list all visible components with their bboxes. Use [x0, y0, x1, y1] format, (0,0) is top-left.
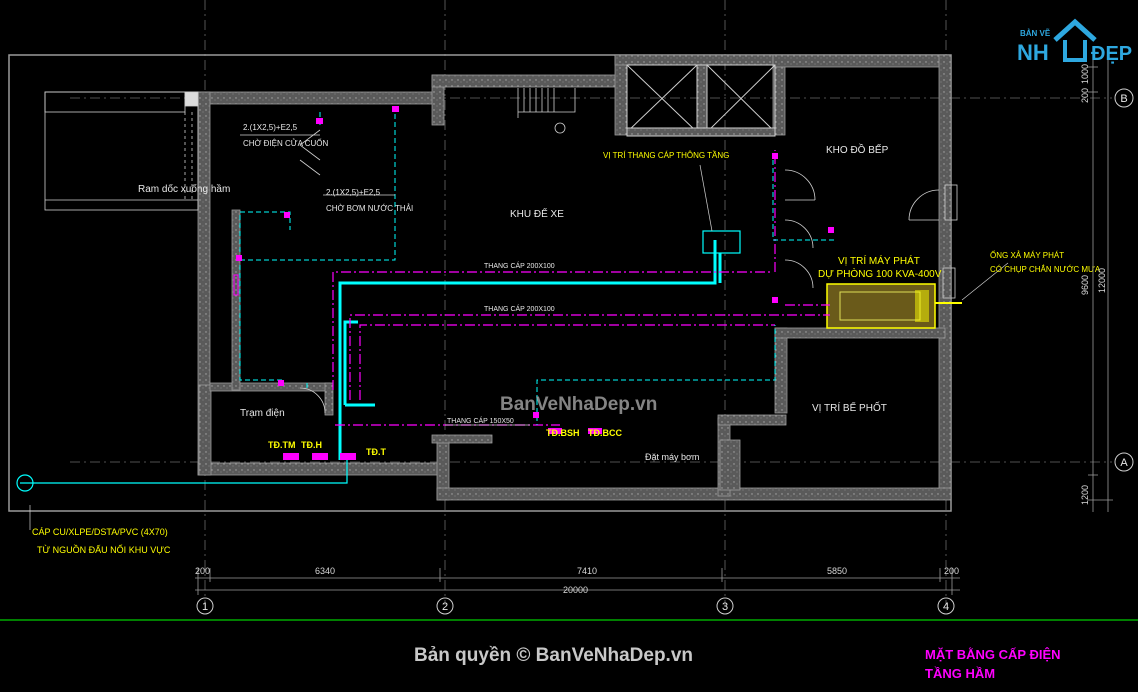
- cable-trays: [16, 230, 741, 492]
- distribution-panels: [283, 428, 602, 460]
- generator-label-2: DỰ PHÒNG 100 KVA-400V: [818, 267, 942, 280]
- panel-bsh-label: TĐ.BSH: [546, 428, 580, 438]
- dim-bottom-2: 6340: [315, 566, 335, 576]
- panel-h-label: TĐ.H: [301, 440, 322, 450]
- substation-label: Trạm điện: [240, 408, 285, 419]
- supply-cable-label: CÁP CU/XLPE/DSTA/PVC (4X70): [32, 527, 168, 537]
- generator: [826, 283, 962, 329]
- grid-bubbles: [196, 88, 1134, 615]
- panel-bcc-label: TĐ.BCC: [588, 428, 622, 438]
- cable2-desc: CHỜ BƠM NƯỚC THẢI: [326, 204, 413, 213]
- cable2-label: 2.(1X2,5)+E2,5: [326, 188, 381, 197]
- elevator-shafts: [626, 64, 776, 137]
- dim-right-5: 1200: [1080, 485, 1090, 505]
- dim-right-3: 12000: [1097, 268, 1107, 293]
- pump-label: Đặt máy bơm: [645, 452, 699, 462]
- dim-bottom-1: 200: [195, 566, 210, 576]
- exhaust-label-1: ỐNG XẢ MÁY PHÁT: [990, 250, 1064, 260]
- dimension-lines-bottom: [195, 568, 960, 595]
- logo-top-text: BẢN VẼ: [1020, 29, 1051, 38]
- panel-tm-label: TĐ.TM: [268, 440, 296, 450]
- tray3-label: THANG CÁP 150X50: [447, 416, 514, 425]
- grid-label-a: A: [1120, 457, 1128, 469]
- grid-label-b: B: [1120, 93, 1127, 105]
- dim-right-4: 9600: [1080, 275, 1090, 295]
- drawing-title: MẶT BẰNG CẤP ĐIỆN TẦNG HẦM: [925, 645, 1061, 683]
- logo: BẢN VẼ NH ĐẸP: [1017, 18, 1132, 65]
- doors: [299, 169, 958, 414]
- ramp: [44, 91, 321, 211]
- septic-label: VỊ TRÍ BỂ PHỐT: [812, 400, 887, 414]
- dim-right-1: 200: [1080, 88, 1090, 103]
- logo-right-text: ĐẸP: [1091, 43, 1132, 65]
- device-markers: [233, 106, 834, 418]
- kitchen-store-label: KHO ĐỒ BẾP: [826, 143, 889, 156]
- cable1-label: 2.(1X2,5)+E2,5: [243, 123, 298, 132]
- exhaust-label-2: CÓ CHỤP CHẮN NƯỚC MƯA: [990, 265, 1101, 274]
- walls: [197, 54, 952, 501]
- drawing-title-line2: TẦNG HẦM: [925, 666, 996, 681]
- logo-left-text: NH: [1017, 40, 1049, 65]
- cable-routes-magenta: [332, 150, 830, 426]
- dim-right-2: 1000: [1080, 64, 1090, 84]
- dim-bottom-5: 200: [944, 566, 959, 576]
- watermark: BanVeNhaDep.vn: [500, 394, 657, 415]
- dim-bottom-3: 7410: [577, 566, 597, 576]
- grid-label-1: 1: [202, 601, 208, 613]
- panel-t-label: TĐ.T: [366, 447, 386, 457]
- stair: [517, 88, 576, 134]
- parking-label: KHU ĐỂ XE: [510, 207, 564, 220]
- tray1-label: THANG CÁP 200X100: [484, 261, 555, 270]
- cable-routes-cyan-dashed: [239, 112, 835, 425]
- dimension-lines-right: [1088, 55, 1113, 512]
- drawing-title-line1: MẶT BẰNG CẤP ĐIỆN: [925, 647, 1061, 662]
- riser-label: VỊ TRÍ THANG CÁP THÔNG TẦNG: [603, 150, 729, 160]
- grid-label-3: 3: [722, 601, 728, 613]
- ramp-label: Ram dốc xuống hầm: [138, 183, 230, 195]
- generator-label-1: VỊ TRÍ MÁY PHÁT: [838, 254, 920, 267]
- dim-total: 20000: [563, 585, 588, 595]
- leaders: [29, 134, 1009, 530]
- cable1-desc: CHỜ ĐIỆN CỬA CUỐN: [243, 138, 328, 148]
- supply-desc-label: TỪ NGUỒN ĐẤU NỐI KHU VỰC: [37, 544, 171, 555]
- dim-bottom-4: 5850: [827, 566, 847, 576]
- copyright-text: Bản quyền © BanVeNhaDep.vn: [414, 645, 694, 666]
- grid-label-2: 2: [442, 601, 448, 613]
- grid-label-4: 4: [943, 601, 949, 613]
- tray2-label: THANG CÁP 200X100: [484, 304, 555, 313]
